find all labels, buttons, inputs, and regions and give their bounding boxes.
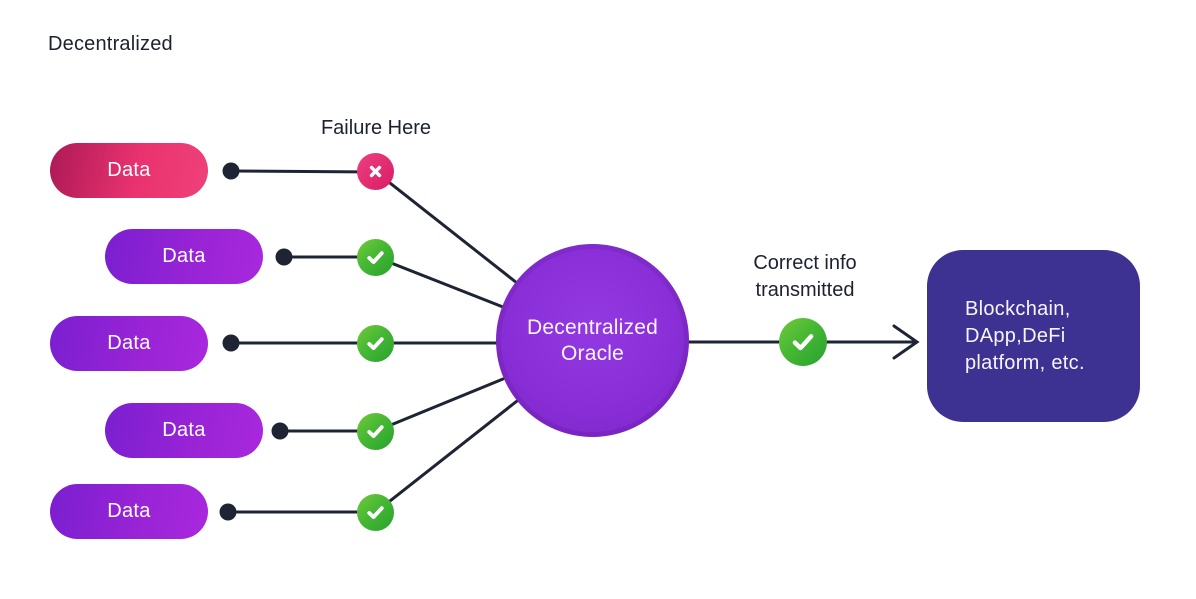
check-mark-icon xyxy=(357,494,394,531)
data-node-1-label: Data xyxy=(107,159,151,181)
failure-here-label: Failure Here xyxy=(320,117,432,139)
data-node-2: Data xyxy=(105,229,263,284)
check-mark-icon xyxy=(779,318,827,366)
diagram-title: Decentralized xyxy=(48,33,173,55)
data-node-3-label: Data xyxy=(107,332,151,354)
data-node-3: Data xyxy=(50,316,208,371)
blockchain-target-label: Blockchain, DApp,DeFi platform, etc. xyxy=(965,297,1085,374)
check-mark-icon xyxy=(357,239,394,276)
oracle-label: Decentralized Oracle xyxy=(527,315,658,365)
blockchain-target-node: Blockchain, DApp,DeFi platform, etc. xyxy=(927,250,1140,422)
data-node-4-label: Data xyxy=(162,419,206,441)
connector-dots xyxy=(219,162,293,521)
data-node-5: Data xyxy=(50,484,208,539)
data-node-2-label: Data xyxy=(162,245,206,267)
check-mark-icon xyxy=(357,325,394,362)
decentralized-oracle-node: Decentralized Oracle xyxy=(496,244,689,437)
data-node-4: Data xyxy=(105,403,263,458)
check-mark-icon xyxy=(357,413,394,450)
data-node-5-label: Data xyxy=(107,500,151,522)
x-mark-icon xyxy=(357,153,394,190)
data-node-1: Data xyxy=(50,143,208,198)
correct-info-label: Correct info transmitted xyxy=(753,252,857,301)
